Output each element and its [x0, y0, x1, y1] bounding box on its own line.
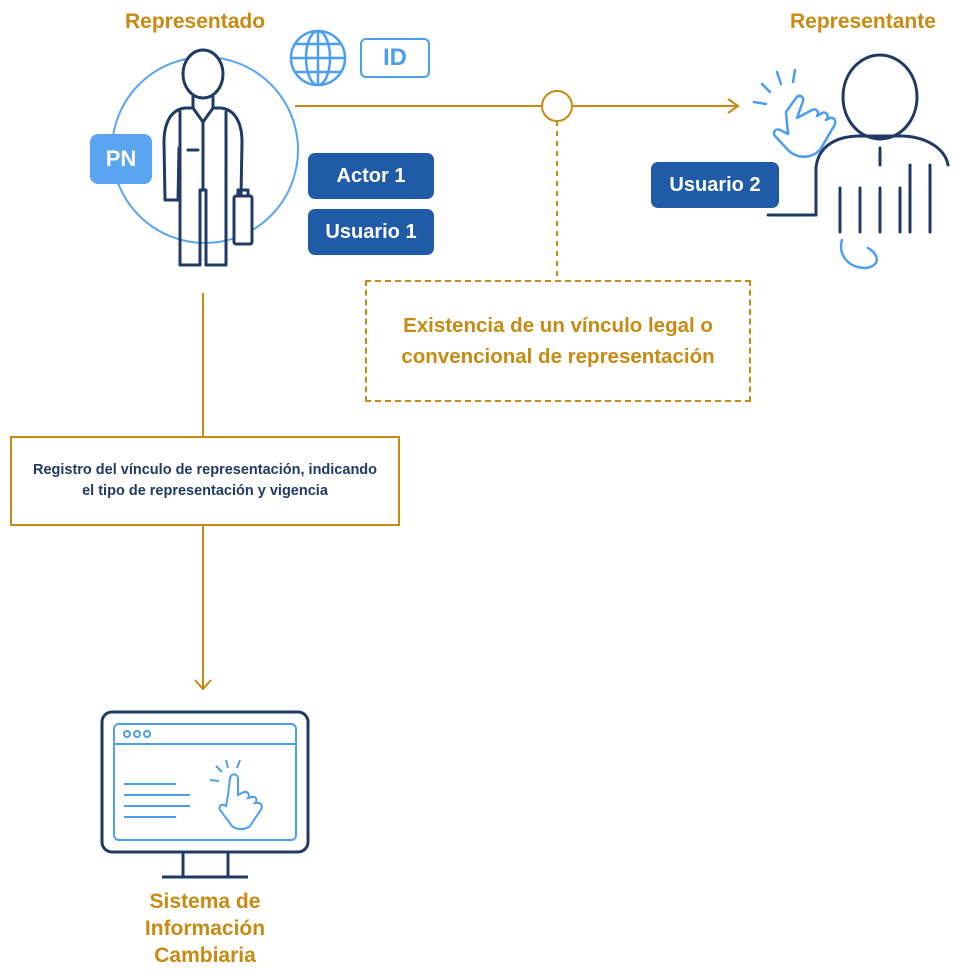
usuario-2-badge: Usuario 2	[651, 162, 779, 208]
sistema-title: Sistema de Información Cambiaria	[144, 890, 266, 967]
pn-badge: PN	[90, 134, 152, 184]
globe-icon	[289, 29, 347, 87]
representation-arrow	[295, 90, 740, 122]
legal-link-box: Existencia de un vínculo legal o convenc…	[365, 280, 751, 402]
id-badge: ID	[360, 38, 430, 78]
usuario-1-badge: Usuario 1	[308, 209, 434, 255]
representado-title: Representado	[125, 10, 266, 33]
pointing-hand-icon	[752, 68, 878, 270]
businessman-icon	[162, 48, 254, 267]
registro-box: Registro del vínculo de representación, …	[10, 436, 400, 526]
browser-window-icon	[113, 723, 297, 841]
representante-icon	[766, 53, 950, 234]
actor-1-badge: Actor 1	[308, 153, 434, 199]
flow-line	[194, 293, 212, 691]
representante-title: Representante	[790, 10, 936, 33]
